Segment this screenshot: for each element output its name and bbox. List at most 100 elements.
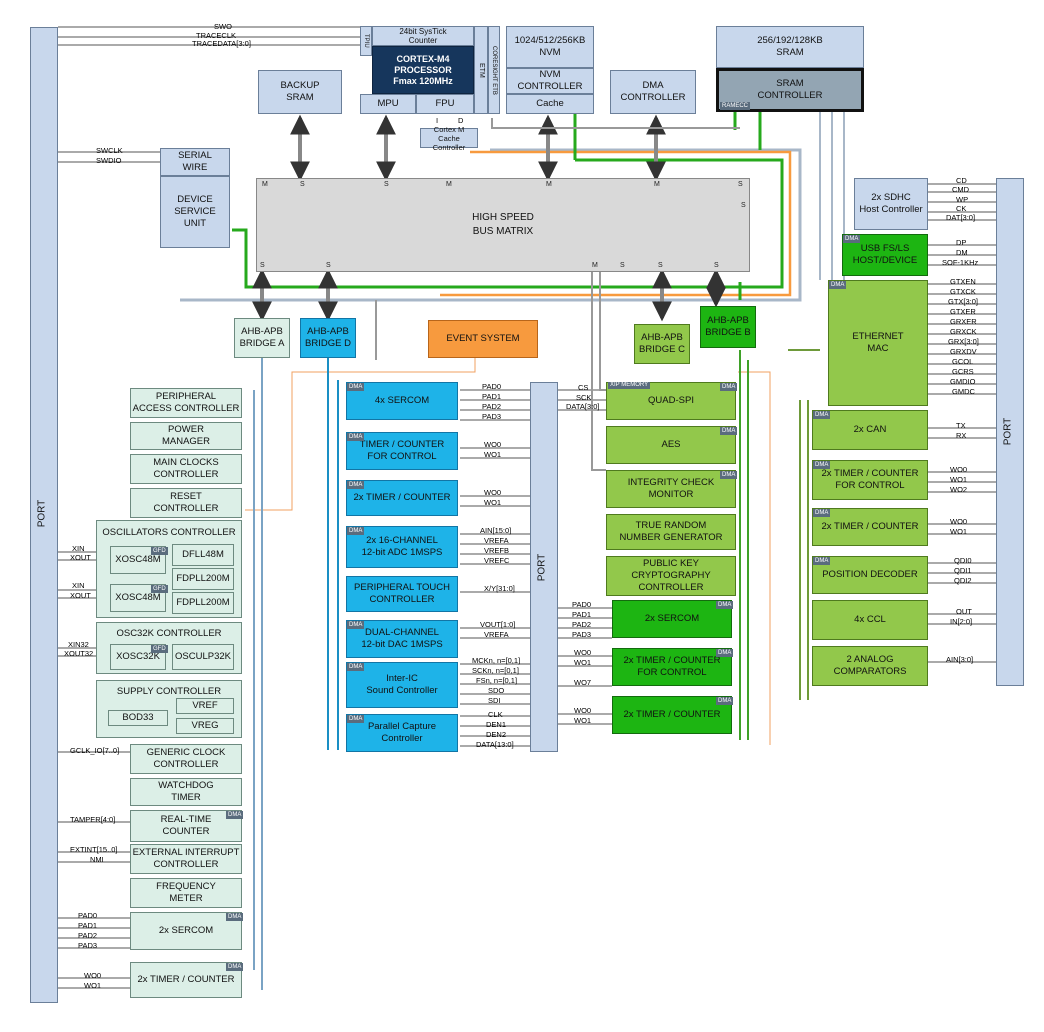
dma-tag: DMA (347, 383, 365, 391)
frequency-meter: FREQUENCY METER (130, 878, 242, 908)
dma-tag: DMA (347, 715, 365, 723)
wo2-signal: WO2 (950, 485, 968, 494)
bus-port-m: M (592, 262, 598, 269)
orange-bus (440, 150, 792, 297)
bus-port-s: S (714, 262, 719, 269)
dma-tag: DMA (813, 461, 831, 469)
sdhc-cmd-signal: CMD (952, 185, 970, 194)
timer-counter-for-control-d: TIMER / COUNTER FOR CONTROL (346, 432, 458, 470)
real-time-counter: REAL-TIME COUNTER (130, 810, 242, 842)
reset-controller: RESET CONTROLLER (130, 488, 242, 518)
bus-port-s: S (658, 262, 663, 269)
bus-port-s: S (300, 181, 305, 188)
vrefb-signal: VREFB (484, 546, 510, 555)
eth-gtx-signal: GTX[3:0] (948, 297, 979, 306)
wo0-signal: WO0 (484, 440, 502, 449)
dma-tag: DMA (226, 811, 244, 819)
xout32-signal: XOUT32 (64, 649, 94, 658)
serial-wire: SERIAL WIRE (160, 148, 230, 176)
dma-tag: DMA (720, 383, 738, 391)
timer-counter-bridge-a: 2x TIMER / COUNTER (130, 962, 242, 998)
bus-port-m: M (546, 181, 552, 188)
nvm-memory: 1024/512/256KB NVM (506, 26, 594, 68)
supply-controller-title: SUPPLY CONTROLLER (116, 686, 222, 697)
timer-counter-c: 2x TIMER / COUNTER (612, 696, 732, 734)
nvm-controller: NVM CONTROLLER (506, 68, 594, 94)
pad2-signal: PAD2 (482, 402, 502, 411)
ethernet-mac: ETHERNET MAC (828, 280, 928, 406)
data13-signal: DATA[13:0] (476, 740, 514, 749)
pad3-signal: PAD3 (482, 412, 502, 421)
sck-signal: SCK (576, 393, 592, 402)
sdhc-ck-signal: CK (956, 204, 967, 213)
timer-counter-d: 2x TIMER / COUNTER (346, 480, 458, 516)
timer-counter-for-control-b: 2x TIMER / COUNTER FOR CONTROL (812, 460, 928, 500)
position-decoder: POSITION DECODER (812, 556, 928, 594)
port-center-label: PORT (536, 553, 548, 582)
pad1-signal: PAD1 (572, 610, 592, 619)
ahb-apb-bridge-c: AHB-APB BRIDGE C (634, 324, 690, 364)
ahb-apb-bridge-d: AHB-APB BRIDGE D (300, 318, 356, 358)
vrefc-signal: VREFC (484, 556, 510, 565)
mpu-block: MPU (360, 94, 416, 114)
wo7-signal: WO7 (574, 678, 592, 687)
tamper-signal: TAMPER[4:0] (70, 815, 116, 824)
eth-gtxck-signal: GTXCK (950, 287, 976, 296)
port-center (530, 382, 558, 752)
dma-tag: DMA (813, 557, 831, 565)
ccl-in-signal: IN[2:0] (950, 617, 973, 626)
mckn-signal: MCKn, n=[0,1] (472, 656, 521, 665)
dac-dual-channel: DUAL-CHANNEL 12-bit DAC 1MSPS (346, 620, 458, 658)
pad0-signal: PAD0 (78, 911, 98, 920)
eth-gtxer-signal: GTXER (950, 307, 976, 316)
xout-signal: XOUT (70, 591, 91, 600)
wo1-signal: WO1 (950, 527, 968, 536)
tpiu-block: TPIU (360, 26, 372, 56)
bus-port-s: S (741, 202, 746, 209)
wo0-signal: WO0 (84, 971, 102, 980)
cache-d-label: D (458, 116, 464, 125)
inter-ic-sound-controller: Inter-IC Sound Controller (346, 662, 458, 708)
pad1-signal: PAD1 (78, 921, 98, 930)
wo1-signal: WO1 (484, 450, 502, 459)
can-rx-signal: RX (956, 431, 967, 440)
integrity-check-monitor: INTEGRITY CHECK MONITOR (606, 470, 736, 508)
timer-counter-for-control-c: 2x TIMER / COUNTER FOR CONTROL (612, 648, 732, 686)
external-interrupt-controller: EXTERNAL INTERRUPT CONTROLLER (130, 844, 242, 874)
eth-grxck-signal: GRXCK (950, 327, 977, 336)
etm-block: ETM (474, 26, 488, 114)
ramecc-tag: RAMECC (720, 102, 751, 110)
eth-gcol-signal: GCOL (952, 357, 974, 366)
bus-port-s: S (738, 181, 743, 188)
dma-tag: DMA (347, 621, 365, 629)
backup-sram: BACKUP SRAM (258, 70, 342, 114)
xin-signal: XIN (72, 544, 85, 553)
oscillators-controller-title: OSCILLATORS CONTROLLER (102, 527, 236, 538)
sdhc-dat-signal: DAT[3:0] (946, 213, 976, 222)
bus-port-m: M (446, 181, 452, 188)
can-tx-signal: TX (956, 421, 966, 430)
qdi2-signal: QDI2 (954, 576, 972, 585)
osc32k-controller-title: OSC32K CONTROLLER (116, 628, 222, 639)
wo1-signal: WO1 (84, 981, 102, 990)
nvm-cache: Cache (506, 94, 594, 114)
pad0-signal: PAD0 (482, 382, 502, 391)
dma-tag: DMA (347, 663, 365, 671)
port-right-label: PORT (1002, 417, 1014, 446)
wo1-signal: WO1 (484, 498, 502, 507)
dma-tag: DMA (829, 281, 847, 289)
wo0-signal: WO0 (484, 488, 502, 497)
qdi0-signal: QDI0 (954, 556, 972, 565)
fsn-signal: FSn, n=[0,1] (476, 676, 518, 685)
peripheral-touch-controller: PERIPHERAL TOUCH CONTROLLER (346, 576, 458, 612)
bus-port-s: S (384, 181, 389, 188)
gfd-tag: GFD (151, 645, 168, 653)
usb-dp-signal: DP (956, 238, 967, 247)
dma-tag: DMA (720, 471, 738, 479)
sdhc-wp-signal: WP (956, 195, 969, 204)
sdi-signal: SDI (488, 696, 501, 705)
ccl-out-signal: OUT (956, 607, 972, 616)
fpu-block: FPU (416, 94, 474, 114)
eth-gmdc-signal: GMDC (952, 387, 975, 396)
cortex-cache-controller: Cortex M Cache Controller (420, 125, 478, 152)
